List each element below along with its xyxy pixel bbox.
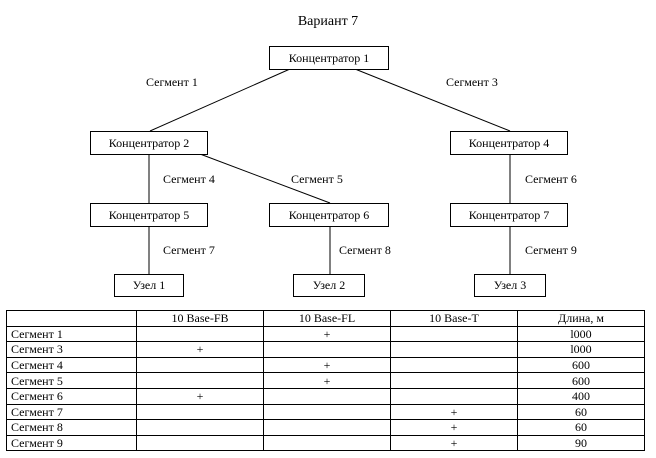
base-fb-cell	[136, 372, 264, 389]
segment-name-cell: Сегмент 5	[6, 372, 137, 389]
length-cell: 600	[517, 356, 645, 374]
segment-4-label: Сегмент 4	[163, 172, 215, 186]
base-t-cell	[390, 325, 518, 343]
host-3-node: Узел 3	[474, 274, 546, 297]
base-t-cell	[390, 372, 518, 389]
host-2-node: Узел 2	[293, 274, 365, 297]
base-fb-cell: +	[136, 387, 264, 405]
table-header-row: 10 Base-FB 10 Base-FL 10 Base-T Длина, м	[6, 310, 645, 327]
diagram-title: Вариант 7	[297, 14, 359, 29]
base-t-cell: +	[390, 403, 518, 421]
table-row: Сегмент 6 + 400	[6, 387, 645, 405]
base-fb-cell	[136, 325, 264, 343]
link-segment-1	[149, 68, 291, 132]
host-1-node: Узел 1	[114, 274, 184, 297]
base-fb-cell: +	[136, 341, 264, 358]
segment-name-cell: Сегмент 7	[6, 403, 137, 421]
segment-name-cell: Сегмент 6	[6, 387, 137, 405]
segment-name-cell: Сегмент 4	[6, 356, 137, 374]
segment-media-table: 10 Base-FB 10 Base-FL 10 Base-T Длина, м…	[6, 310, 645, 452]
base-fl-cell	[263, 341, 391, 358]
link-segment-3	[354, 68, 511, 132]
base-fl-cell: +	[263, 356, 391, 374]
segment-5-label: Сегмент 5	[291, 172, 343, 186]
segment-7-label: Сегмент 7	[163, 243, 215, 257]
table-row: Сегмент 1 + l000	[6, 325, 645, 343]
length-cell: l000	[517, 325, 645, 343]
column-header: 10 Base-T	[390, 310, 518, 327]
segment-name-cell: Сегмент 8	[6, 419, 137, 436]
segment-1-label: Сегмент 1	[146, 75, 198, 89]
base-t-cell: +	[390, 419, 518, 436]
length-cell: 600	[517, 372, 645, 389]
table-row: Сегмент 5 + 600	[6, 372, 645, 389]
segment-name-cell: Сегмент 1	[6, 325, 137, 343]
segment-6-label: Сегмент 6	[525, 172, 577, 186]
table-row: Сегмент 4 + 600	[6, 356, 645, 374]
table-row: Сегмент 3 + l000	[6, 341, 645, 358]
base-fb-cell	[136, 403, 264, 421]
column-header: 10 Base-FB	[136, 310, 264, 327]
table-row: Сегмент 7 + 60	[6, 403, 645, 421]
base-fl-cell	[263, 434, 391, 452]
segment-3-label: Сегмент 3	[446, 75, 498, 89]
base-fl-cell	[263, 419, 391, 436]
segment-name-cell: Сегмент 9	[6, 434, 137, 452]
hub-4-node: Концентратор 4	[450, 131, 568, 155]
length-cell: 400	[517, 387, 645, 405]
base-t-cell	[390, 341, 518, 358]
base-t-cell	[390, 356, 518, 374]
hub-1-node: Концентратор 1	[269, 46, 389, 70]
length-cell: 60	[517, 419, 645, 436]
hub-5-node: Концентратор 5	[90, 203, 208, 227]
hub-2-node: Концентратор 2	[90, 131, 208, 155]
hub-7-node: Концентратор 7	[450, 203, 568, 227]
base-fl-cell	[263, 403, 391, 421]
topology-connections	[148, 68, 511, 274]
base-fl-cell	[263, 387, 391, 405]
length-cell: l000	[517, 341, 645, 358]
link-segment-5	[199, 153, 331, 204]
table-row: Сегмент 9 + 90	[6, 434, 645, 452]
column-header	[6, 310, 137, 327]
base-fl-cell: +	[263, 372, 391, 389]
segment-9-label: Сегмент 9	[525, 243, 577, 257]
hub-6-node: Концентратор 6	[269, 203, 389, 227]
column-header: Длина, м	[517, 310, 645, 327]
base-t-cell: +	[390, 434, 518, 452]
table-row: Сегмент 8 + 60	[6, 419, 645, 436]
length-cell: 60	[517, 403, 645, 421]
base-fb-cell	[136, 356, 264, 374]
base-fb-cell	[136, 434, 264, 452]
column-header: 10 Base-FL	[263, 310, 391, 327]
base-fb-cell	[136, 419, 264, 436]
segment-8-label: Сегмент 8	[339, 243, 391, 257]
base-fl-cell: +	[263, 325, 391, 343]
segment-name-cell: Сегмент 3	[6, 341, 137, 358]
base-t-cell	[390, 387, 518, 405]
length-cell: 90	[517, 434, 645, 452]
